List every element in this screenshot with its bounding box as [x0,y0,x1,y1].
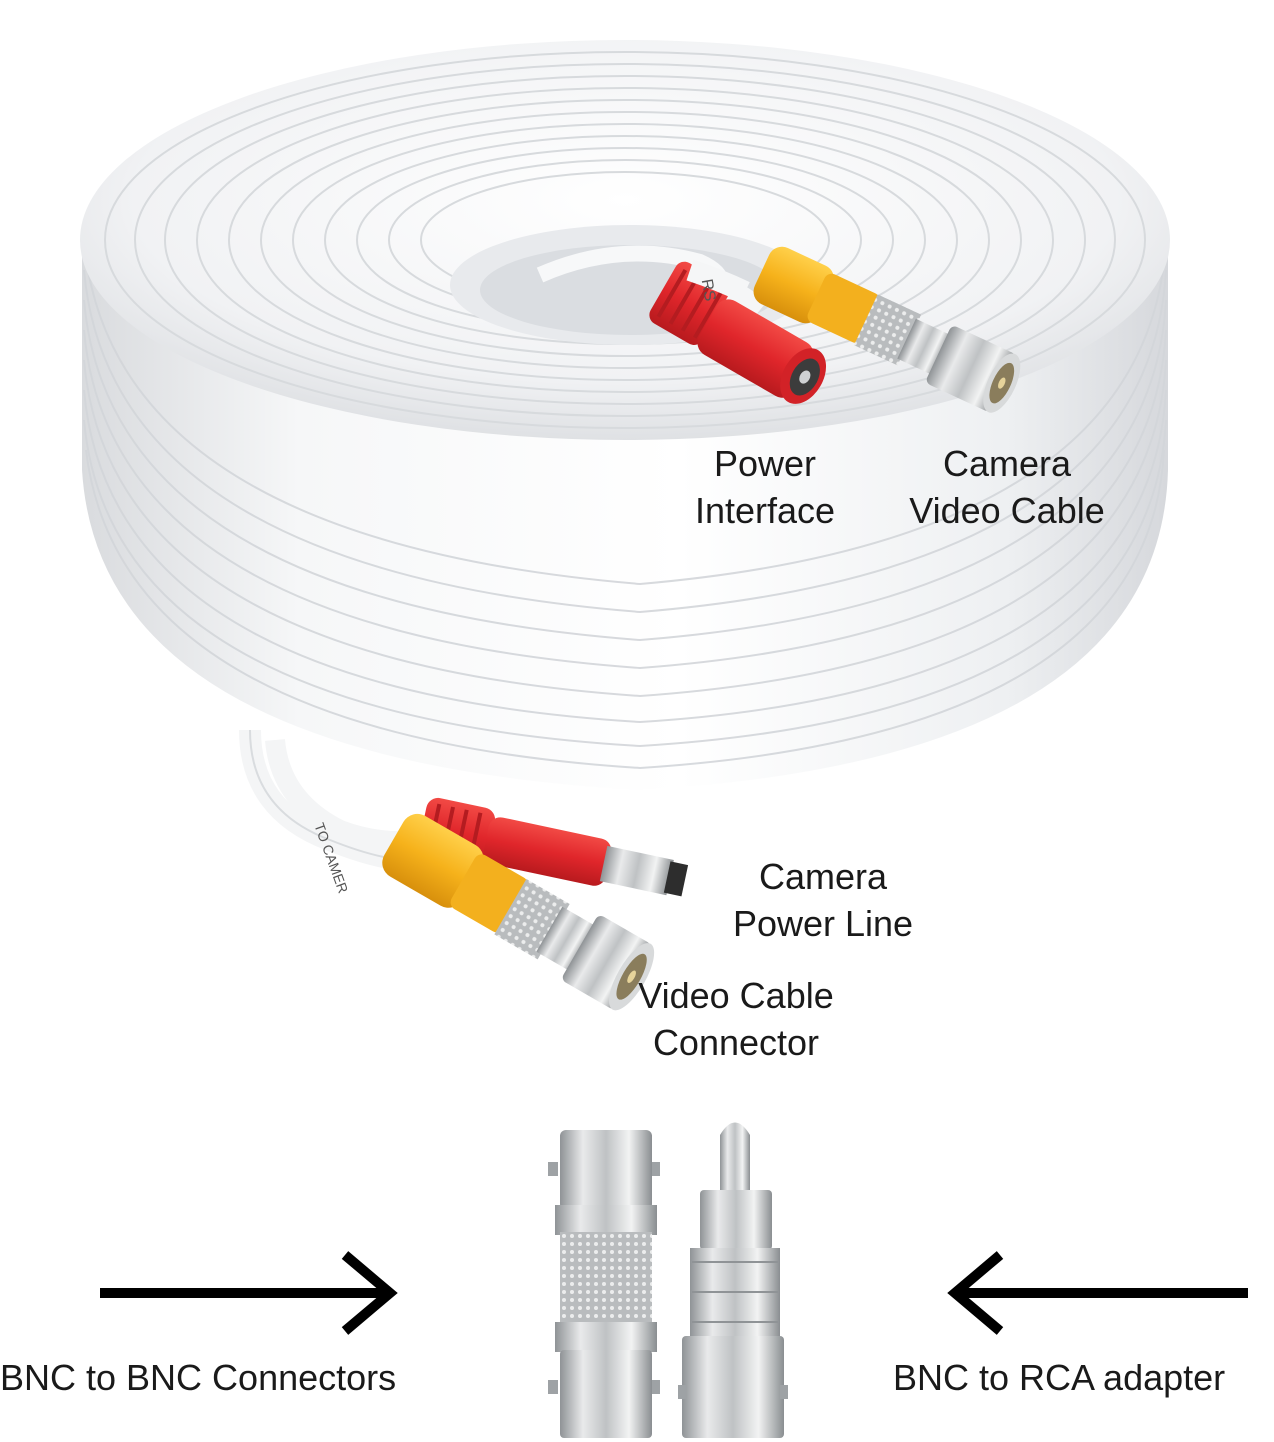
rca-adapter [678,1122,788,1438]
camera-video-cable-line-1: Camera [942,443,1072,484]
bnc-to-rca-label: BNC to RCA adapter [893,1357,1226,1398]
video-cable-connector-label: Video Cable Connector [618,972,854,1066]
camera-video-cable-label: Camera Video Cable [890,440,1124,534]
video-cable-connector-line-2: Connector [652,1022,820,1063]
arrow-right-icon [100,1251,398,1335]
power-interface-label: Power Interface [680,440,850,534]
bnc-to-bnc-label: BNC to BNC Connectors [0,1357,397,1398]
camera-power-line-line-2: Power Line [732,903,914,944]
camera-power-line-label: Camera Power Line [715,853,931,947]
power-interface-line-2: Interface [694,490,836,531]
camera-power-line-line-1: Camera [758,856,888,897]
power-interface-line-1: Power [713,443,817,484]
bnc-coupler [548,1130,660,1438]
video-cable-connector-line-1: Video Cable [638,975,834,1016]
arrow-left-icon [947,1251,1248,1335]
cable-print-upper: RS [698,278,719,303]
bnc-connector-lower [382,813,655,1011]
cable-coil [80,40,1170,790]
bnc-connector [686,246,1021,413]
camera-video-cable-line-2: Video Cable [909,490,1105,531]
dc-male-plug [418,797,689,897]
